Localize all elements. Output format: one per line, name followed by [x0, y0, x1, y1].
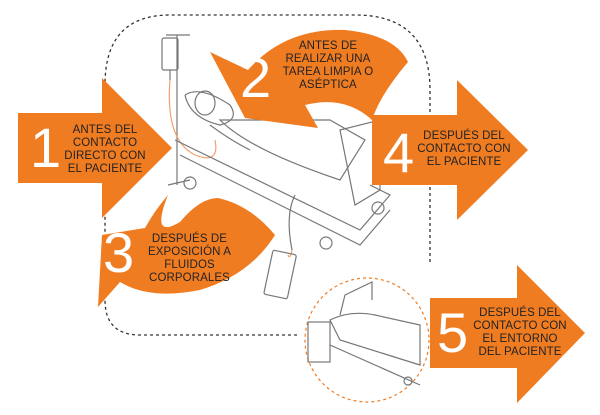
- moment-4-number: 4: [383, 121, 415, 184]
- arrow-5: [430, 265, 585, 403]
- patient-surroundings-circle: [304, 277, 430, 403]
- hospital-bed-illustration: [161, 34, 421, 386]
- label-line: CONTACTO CON: [417, 143, 511, 155]
- label-line: DESPUÉS DE: [151, 233, 228, 245]
- label-line: ANTES DE: [298, 40, 358, 52]
- moment-2-label: ANTES DE REALIZAR UNA TAREA LIMPIA O ASÉ…: [278, 40, 378, 92]
- arrow-2: [210, 29, 408, 129]
- arrow-4: [372, 80, 528, 220]
- patient-zone-boundary: [104, 14, 431, 336]
- label-line: TAREA LIMPIA O: [282, 66, 374, 78]
- moment-2-number: 2: [240, 46, 272, 109]
- arrow-1: [18, 78, 172, 218]
- label-line: DEL PACIENTE: [478, 346, 562, 358]
- label-line: DESPUÉS DEL: [479, 307, 561, 319]
- arrow-3: [98, 195, 275, 307]
- moment-5-number: 5: [437, 301, 469, 364]
- label-line: DESPUÉS DEL: [423, 130, 505, 142]
- moment-1-label: ANTES DEL CONTACTO DIRECTO CON EL PACIEN…: [60, 124, 150, 176]
- label-line: ASÉPTICA: [299, 79, 357, 91]
- label-line: FLUIDOS: [164, 259, 215, 271]
- label-line: EL PACIENTE: [426, 156, 502, 168]
- label-line: DIRECTO CON: [64, 150, 146, 162]
- label-line: ANTES DEL: [72, 124, 138, 136]
- label-line: REALIZAR UNA: [285, 53, 371, 65]
- moment-3-label: DESPUÉS DE EXPOSICIÓN A FLUIDOS CORPORAL…: [142, 233, 237, 285]
- label-line: EL ENTORNO: [482, 333, 558, 345]
- label-line: EL PACIENTE: [67, 163, 143, 175]
- moment-1-number: 1: [30, 116, 62, 179]
- label-line: CONTACTO: [72, 137, 138, 149]
- moment-4-label: DESPUÉS DEL CONTACTO CON EL PACIENTE: [414, 130, 514, 169]
- moment-3-number: 3: [103, 221, 135, 284]
- label-line: CORPORALES: [149, 272, 230, 284]
- label-line: EXPOSICIÓN A: [147, 246, 231, 258]
- label-line: CONTACTO CON: [473, 320, 567, 332]
- moment-5-label: DESPUÉS DEL CONTACTO CON EL ENTORNO DEL …: [470, 307, 570, 359]
